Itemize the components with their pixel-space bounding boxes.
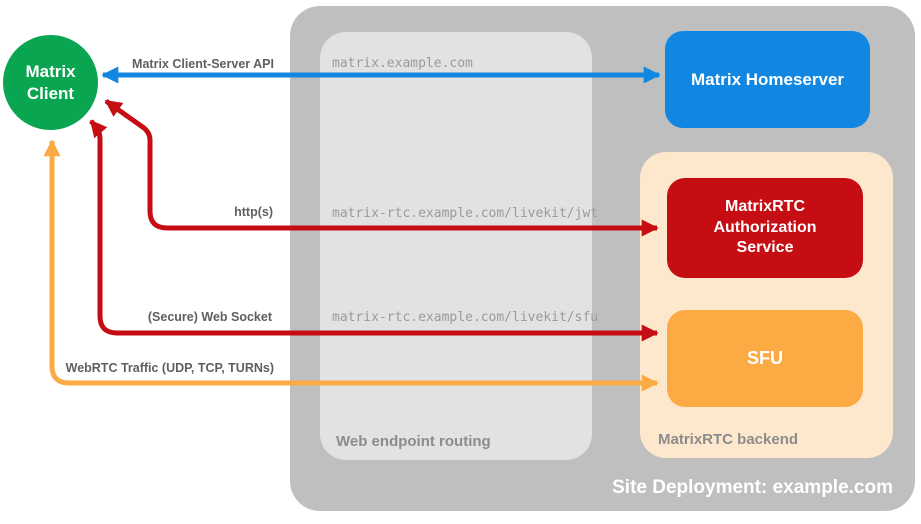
livekit-sfu-route: matrix-rtc.example.com/livekit/sfu	[332, 310, 599, 325]
secure-web-socket-connection-label: (Secure) Web Socket	[147, 310, 272, 324]
webrtc-traffic-connection-label: WebRTC Traffic (UDP, TCP, TURNs)	[65, 361, 274, 375]
client-server-api-connection-label: Matrix Client-Server API	[132, 57, 274, 71]
matrix-client-label: Matrix Client	[25, 62, 76, 103]
web-endpoint-routing-label: Web endpoint routing	[336, 433, 491, 450]
matrixrtc-authorization-service-label: MatrixRTC Authorization Service	[713, 197, 817, 257]
livekit-jwt-route: matrix-rtc.example.com/livekit/jwt	[332, 206, 599, 221]
matrixrtc-backend-label: MatrixRTC backend	[658, 431, 799, 448]
matrix-homeserver-label: Matrix Homeserver	[690, 69, 845, 89]
matrix-client-node: Matrix Client	[3, 35, 98, 130]
sfu-node: SFU	[667, 310, 863, 407]
sfu-label: SFU	[747, 348, 783, 368]
web-endpoint-routing-container: Web endpoint routing	[320, 32, 592, 460]
site-deployment-label: Site Deployment: example.com	[612, 477, 893, 498]
matrixrtc-authorization-service-node: MatrixRTC Authorization Service	[667, 178, 863, 278]
matrix-example-route: matrix.example.com	[332, 56, 473, 71]
matrix-homeserver-node: Matrix Homeserver	[665, 31, 870, 128]
https-connection-label: http(s)	[234, 205, 273, 219]
